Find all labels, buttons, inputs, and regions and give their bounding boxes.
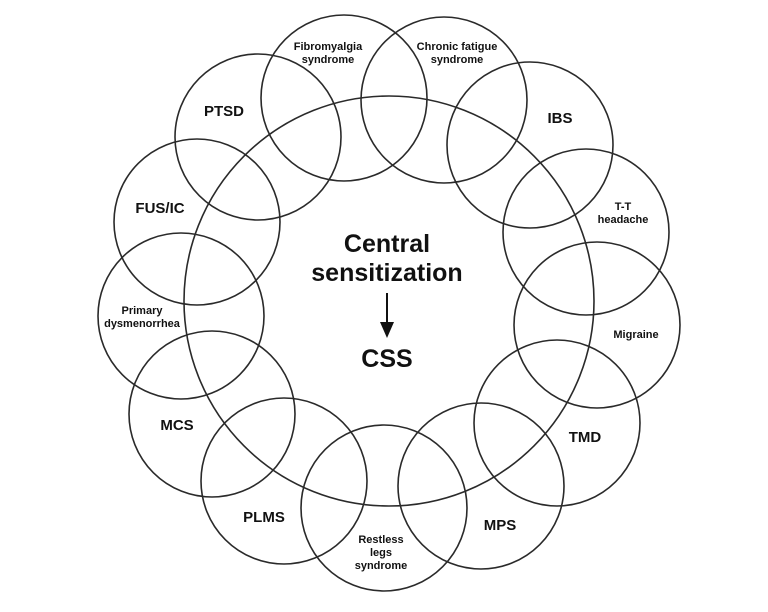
ptsd-label: PTSD: [204, 103, 244, 120]
tt-headache-label-line: T-T: [615, 201, 632, 213]
mps-label-line: MPS: [484, 517, 517, 534]
plms-label: PLMS: [243, 509, 285, 526]
condition-rings: [97, 14, 681, 592]
tmd-label: TMD: [569, 429, 602, 446]
restless-legs-ring: [300, 424, 468, 592]
center-block: Central sensitization CSS: [311, 230, 462, 373]
migraine-ring: [513, 241, 681, 409]
tt-headache-ring: [502, 148, 670, 316]
plms-ring: [200, 397, 368, 565]
restless-legs-label-line: Restless: [358, 534, 403, 546]
chronic-fatigue-label-line: syndrome: [431, 54, 484, 66]
ibs-ring: [446, 61, 614, 229]
fibromyalgia-label-line: syndrome: [302, 54, 355, 66]
migraine-label-line: Migraine: [613, 329, 658, 341]
mps-ring: [397, 402, 565, 570]
restless-legs-label-line: syndrome: [355, 560, 408, 572]
primary-dysmenorrhea-label-line: Primary: [122, 305, 164, 317]
plms-label-line: PLMS: [243, 509, 285, 526]
central-sensitization-ring: [183, 95, 595, 507]
ptsd-label-line: PTSD: [204, 103, 244, 120]
fus-ic-label-line: FUS/IC: [135, 200, 184, 217]
center-title-line1: Central: [344, 230, 430, 258]
ibs-label-line: IBS: [547, 110, 572, 127]
ibs-label: IBS: [547, 110, 572, 127]
down-arrow-icon: [380, 293, 394, 338]
fibromyalgia-ring: [260, 14, 428, 182]
chronic-fatigue-label-line: Chronic fatigue: [417, 41, 498, 53]
primary-dysmenorrhea-ring: [97, 232, 265, 400]
fus-ic-ring: [113, 138, 281, 306]
tmd-label-line: TMD: [569, 429, 602, 446]
chronic-fatigue-ring: [360, 16, 528, 184]
center-title-line2: sensitization: [311, 259, 462, 287]
mcs-ring: [128, 330, 296, 498]
restless-legs-label-line: legs: [370, 547, 392, 559]
mps-label: MPS: [484, 517, 517, 534]
fibromyalgia-label-line: Fibromyalgia: [294, 41, 363, 53]
primary-dysmenorrhea-label-line: dysmenorrhea: [104, 318, 181, 330]
migraine-label: Migraine: [613, 329, 658, 341]
ptsd-ring: [174, 53, 342, 221]
tmd-ring: [473, 339, 641, 507]
fus-ic-label: FUS/IC: [135, 200, 184, 217]
tt-headache-label-line: headache: [598, 214, 649, 226]
mcs-label-line: MCS: [160, 417, 193, 434]
center-result-css: CSS: [361, 345, 412, 373]
mcs-label: MCS: [160, 417, 193, 434]
